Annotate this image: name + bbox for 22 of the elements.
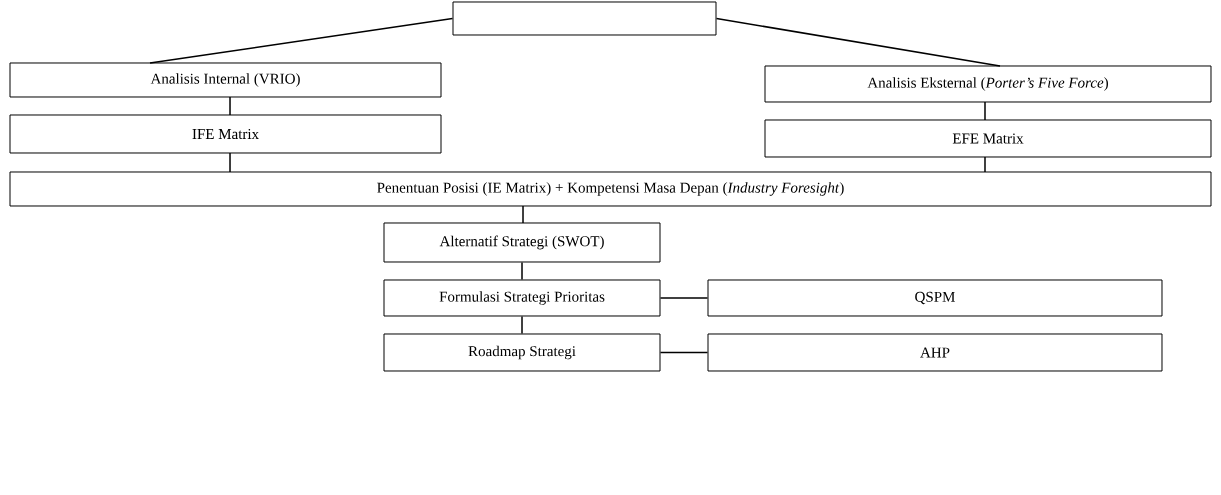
process-box: Alternatif Strategi (SWOT) bbox=[383, 222, 661, 263]
process-box: Penentuan Posisi (IE Matrix) + Kompetensi Masa Depan (Industry Foresight) bbox=[9, 171, 1212, 207]
connector-line bbox=[229, 152, 231, 173]
process-box: IFE Matrix bbox=[9, 114, 442, 154]
process-box: Analisis Internal (VRIO) bbox=[9, 62, 442, 98]
process-box: QSPM bbox=[707, 279, 1163, 317]
connector-line bbox=[522, 205, 524, 224]
process-box: EFE Matrix bbox=[764, 119, 1212, 158]
connector-line bbox=[521, 315, 523, 335]
connector-line bbox=[521, 261, 523, 281]
connector-line bbox=[984, 156, 986, 173]
connector-line bbox=[984, 101, 986, 121]
connector-line bbox=[149, 17, 454, 64]
connector-line bbox=[659, 297, 709, 299]
process-box bbox=[452, 1, 717, 36]
process-box: Analisis Eksternal (Porter’s Five Force) bbox=[764, 65, 1212, 103]
process-box: Roadmap Strategi bbox=[383, 333, 661, 372]
connector-line bbox=[715, 17, 1001, 67]
connector-line bbox=[229, 96, 231, 116]
process-box: Formulasi Strategi Prioritas bbox=[383, 279, 661, 317]
connector-line bbox=[659, 351, 709, 354]
process-box: AHP bbox=[707, 333, 1163, 372]
